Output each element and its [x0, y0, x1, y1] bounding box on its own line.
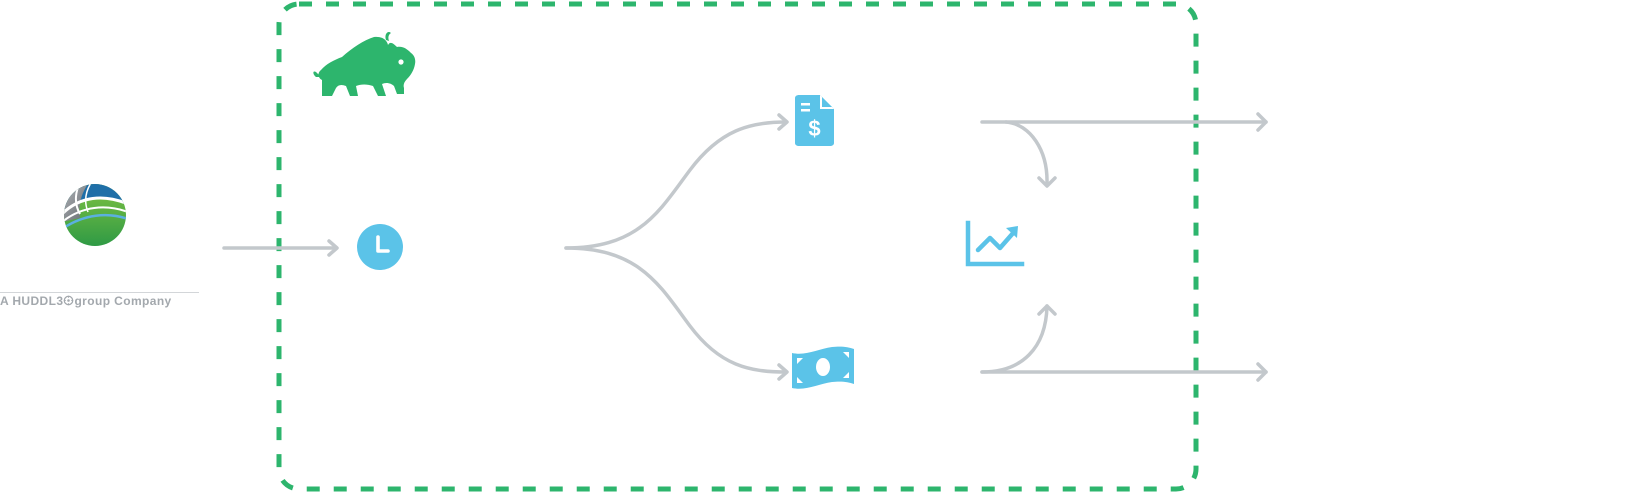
arrowhead-invoice-external: [1256, 112, 1268, 132]
trending-chart-icon: [965, 220, 1025, 267]
invoice-dollar-icon: $: [795, 95, 834, 146]
arrowhead-clock-invoice: [777, 113, 789, 131]
clock-icon: [357, 224, 403, 270]
partner-tagline: A HUDDL3 group Company: [0, 294, 200, 308]
arrowhead-invoice-growth: [1037, 176, 1057, 188]
arrowhead-partner-clock: [327, 239, 339, 257]
arrowhead-cash-external: [1256, 362, 1268, 382]
svg-text:$: $: [808, 116, 820, 141]
arrowhead-cash-growth: [1037, 304, 1057, 316]
edge-invoice-growth: [1004, 120, 1049, 186]
bison-icon: [313, 31, 416, 96]
system-boundary: [276, 1, 1199, 492]
arrowhead-clock-cash: [777, 363, 789, 381]
edge-cash-growth: [980, 304, 1049, 374]
edge-clock-invoice: [564, 120, 788, 250]
tagline-prefix: A HUDDL3: [0, 294, 64, 308]
edge-clock-cash: [564, 246, 788, 374]
caption-divider: [0, 292, 199, 293]
tagline-suffix: group Company: [74, 294, 172, 308]
partner-logo: [64, 184, 126, 246]
gear-icon: [64, 295, 74, 306]
banknote-icon: [792, 346, 854, 389]
